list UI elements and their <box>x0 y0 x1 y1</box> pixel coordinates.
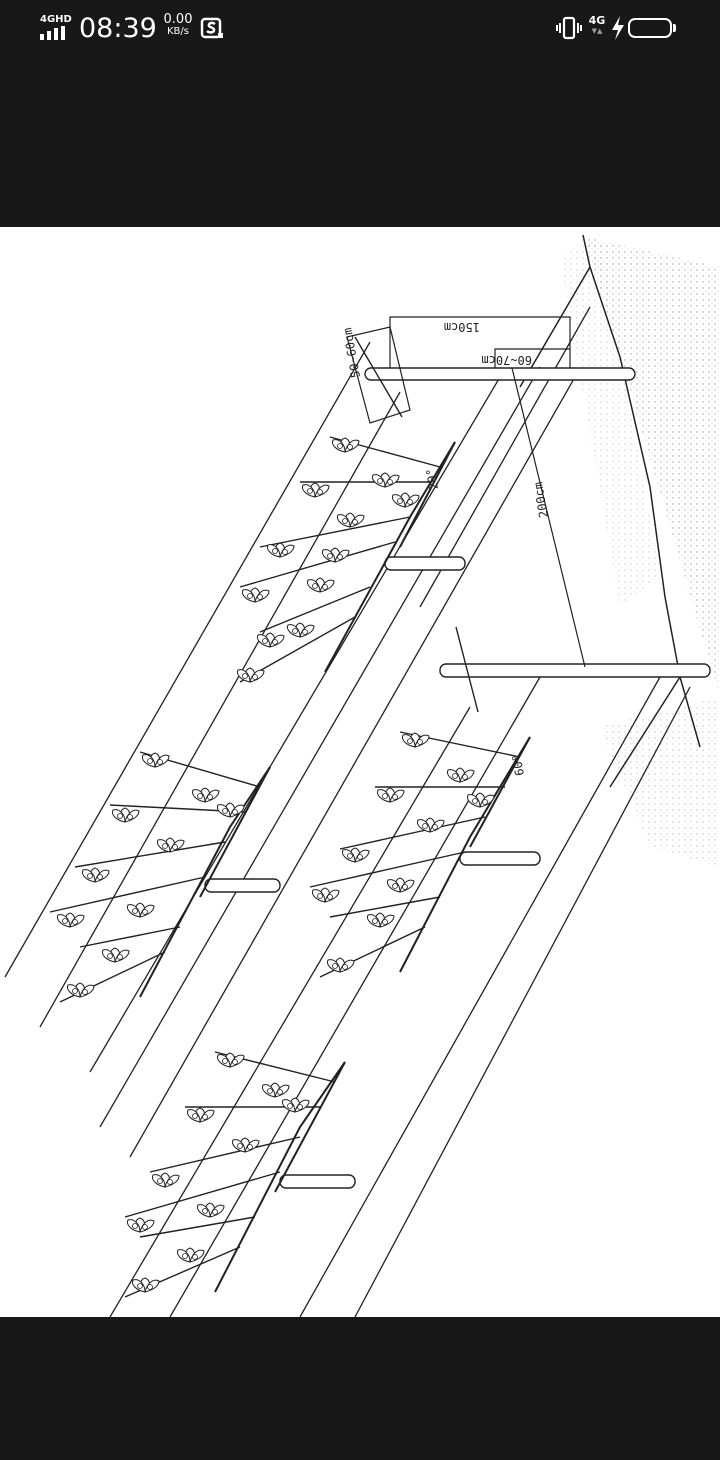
screenshot-notification-icon <box>200 17 223 39</box>
status-bar: 4GHD 08:39 0.00 KB/s <box>0 0 720 60</box>
signal-icon <box>40 26 65 40</box>
row-lines <box>4 306 691 1317</box>
dimension-lines <box>346 316 586 668</box>
mobile-data-indicator: 4G ▼▲ <box>588 15 606 37</box>
vine-trunks <box>139 441 531 1293</box>
network-speed-value: 0.00 <box>163 12 193 27</box>
network-speed: 0.00 KB/s <box>158 12 198 38</box>
vineyard-trellis-diagram: 150cm 60~70cm 200cm 50~60cm 20° 60° <box>4 234 720 1317</box>
vibrate-icon <box>556 16 582 40</box>
dim-angle-bottom: 60° <box>509 753 527 777</box>
status-bar-right: 4G ▼▲ 65 <box>556 14 682 44</box>
network-type-label: 4G <box>588 14 606 27</box>
battery-tip <box>673 24 676 32</box>
network-speed-unit: KB/s <box>167 26 189 37</box>
battery-level: 65 <box>640 20 660 36</box>
charging-bolt-icon <box>612 16 624 40</box>
posts <box>204 336 711 1189</box>
image-viewer[interactable]: 150cm 60~70cm 200cm 50~60cm 20° 60° <box>0 227 720 1317</box>
ground-texture <box>560 237 720 867</box>
network-label: 4GHD <box>40 14 72 25</box>
dim-plant-spacing: 60~70cm <box>481 353 532 367</box>
status-time: 08:39 <box>79 13 157 44</box>
data-arrows-icon: ▼▲ <box>591 27 603 35</box>
battery-icon: 65 <box>628 18 672 38</box>
dim-post-height: 200cm <box>531 481 551 519</box>
trellis-stakes <box>199 441 531 1193</box>
dim-row-spacing: 150cm <box>444 320 480 334</box>
vine-cordons <box>49 436 521 1298</box>
